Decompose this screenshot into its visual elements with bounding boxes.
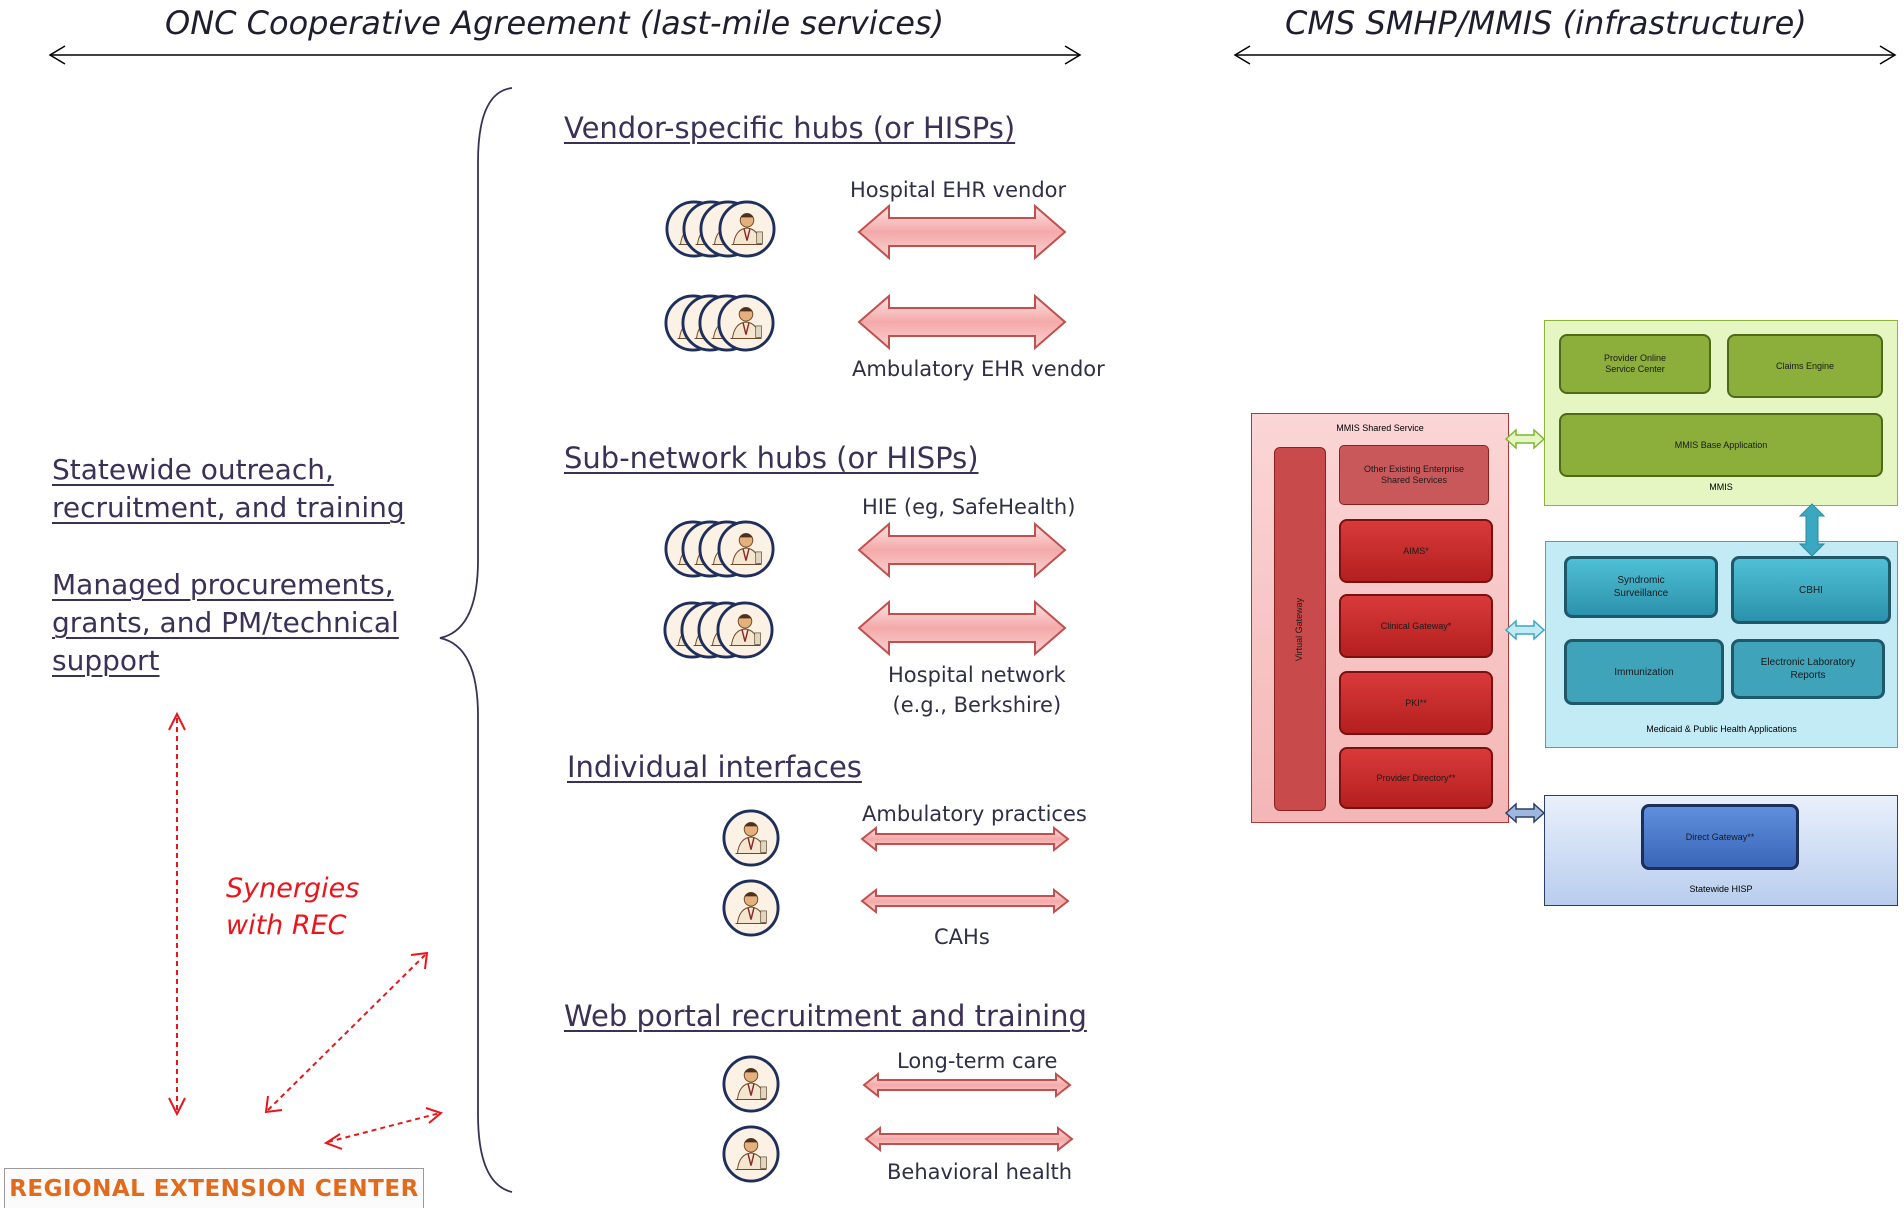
- mmis-shared-service-title: MMIS Shared Service: [1336, 423, 1424, 433]
- arrow-hie: [858, 523, 1066, 577]
- icon-group-hospital-network: [663, 601, 774, 659]
- section-webportal-title: Web portal recruitment and training: [564, 999, 1087, 1033]
- icon-behavioral-health: [722, 1125, 780, 1183]
- connector-shared-public-health: [1504, 619, 1546, 641]
- virtual-gateway-label: Virtual Gateway: [1294, 597, 1305, 661]
- label-hospital-network: Hospital network (e.g., Berkshire): [888, 660, 1066, 720]
- rec-logo: REGIONAL EXTENSION CENTER: [4, 1168, 424, 1208]
- rec-logo-text: REGIONAL EXTENSION CENTER: [9, 1175, 419, 1202]
- icon-group-hie: [664, 520, 775, 578]
- outreach-line-1: Statewide outreach,: [52, 453, 334, 486]
- icon-group-hospital-ehr: [665, 200, 776, 258]
- arrow-behavioral-health: [865, 1127, 1073, 1151]
- label-hie: HIE (eg, SafeHealth): [862, 495, 1076, 519]
- section-subnetwork-title: Sub-network hubs (or HISPs): [564, 441, 979, 475]
- arrow-hospital-network: [858, 601, 1066, 655]
- arrow-hospital-ehr: [858, 205, 1066, 259]
- infra-connectors: [1504, 428, 1826, 824]
- statewide-hisp-panel: Direct Gateway** Statewide HISP: [1544, 795, 1898, 906]
- public-health-title: Medicaid & Public Health Applications: [1646, 724, 1797, 734]
- section-individual-title: Individual interfaces: [567, 750, 862, 784]
- elr-box: Electronic Laboratory Reports: [1731, 639, 1885, 699]
- procurement-text: Managed procurements, grants, and PM/tec…: [52, 566, 399, 680]
- arrow-ambulatory-ehr: [858, 295, 1066, 349]
- public-health-panel: Syndromic Surveillance CBHI Immunization…: [1545, 541, 1898, 748]
- header-cms: CMS SMHP/MMIS (infrastructure): [1285, 4, 1807, 42]
- direct-gateway-box: Direct Gateway**: [1641, 804, 1799, 870]
- immunization-box: Immunization: [1564, 639, 1724, 705]
- label-long-term-care: Long-term care: [897, 1049, 1058, 1073]
- pki-box: PKI**: [1339, 671, 1493, 735]
- mmis-shared-service-panel: MMIS Shared Service Virtual Gateway Othe…: [1251, 413, 1509, 823]
- label-behavioral-health: Behavioral health: [887, 1160, 1073, 1184]
- scope-brace: [439, 87, 513, 1193]
- label-cahs: CAHs: [934, 925, 990, 949]
- header-cms-span-arrow: [1233, 45, 1897, 65]
- label-hospital-ehr: Hospital EHR vendor: [850, 178, 1067, 202]
- header-onc: ONC Cooperative Agreement (last-mile ser…: [165, 4, 945, 42]
- arrow-ambulatory-practices: [861, 827, 1069, 851]
- cbhi-box: CBHI: [1731, 556, 1891, 624]
- provider-directory-box: Provider Directory**: [1339, 747, 1493, 809]
- label-hospital-network-line-1: Hospital network: [888, 663, 1066, 687]
- synergy-line-1: Synergies: [226, 873, 360, 904]
- label-ambulatory-ehr: Ambulatory EHR vendor: [852, 357, 1105, 381]
- provider-online-box: Provider Online Service Center: [1559, 334, 1711, 394]
- mmis-base-application-box: MMIS Base Application: [1559, 413, 1883, 477]
- clinical-gateway-box: Clinical Gateway*: [1339, 594, 1493, 658]
- other-shared-services-box: Other Existing Enterprise Shared Service…: [1339, 445, 1489, 505]
- arrow-long-term-care: [863, 1073, 1071, 1097]
- connector-shared-mmis: [1504, 428, 1546, 450]
- section-vendor-title: Vendor-specific hubs (or HISPs): [564, 111, 1016, 145]
- icon-ambulatory-practices: [722, 809, 780, 867]
- mmis-panel: Provider Online Service Center Claims En…: [1544, 320, 1898, 506]
- aims-box: AIMS*: [1339, 519, 1493, 583]
- icon-group-ambulatory-ehr: [664, 294, 775, 352]
- synergy-line-2: with REC: [226, 910, 347, 941]
- synergy-arrow-short: [327, 1112, 441, 1143]
- statewide-hisp-title: Statewide HISP: [1689, 884, 1753, 894]
- synergy-arrows: [168, 711, 444, 1150]
- procurement-line-3: support: [52, 644, 160, 677]
- label-hospital-network-line-2: (e.g., Berkshire): [892, 693, 1062, 717]
- arrow-cahs: [861, 889, 1069, 913]
- icon-long-term-care: [722, 1055, 780, 1113]
- procurement-line-1: Managed procurements,: [52, 568, 394, 601]
- synergy-arrow-diagonal: [267, 954, 426, 1111]
- procurement-line-2: grants, and PM/technical: [52, 606, 399, 639]
- syndromic-box: Syndromic Surveillance: [1564, 556, 1718, 618]
- virtual-gateway-bar: Virtual Gateway: [1274, 447, 1326, 811]
- mmis-title: MMIS: [1709, 482, 1733, 492]
- icon-cahs: [722, 879, 780, 937]
- label-ambulatory-practices: Ambulatory practices: [862, 802, 1087, 826]
- outreach-line-2: recruitment, and training: [52, 491, 405, 524]
- connector-shared-hisp: [1504, 802, 1546, 824]
- header-onc-span-arrow: [48, 45, 1082, 65]
- outreach-text: Statewide outreach, recruitment, and tra…: [52, 451, 405, 527]
- claims-engine-box: Claims Engine: [1727, 334, 1883, 398]
- synergy-label: Synergies with REC: [226, 870, 359, 944]
- connector-mmis-public-health: [1798, 503, 1826, 557]
